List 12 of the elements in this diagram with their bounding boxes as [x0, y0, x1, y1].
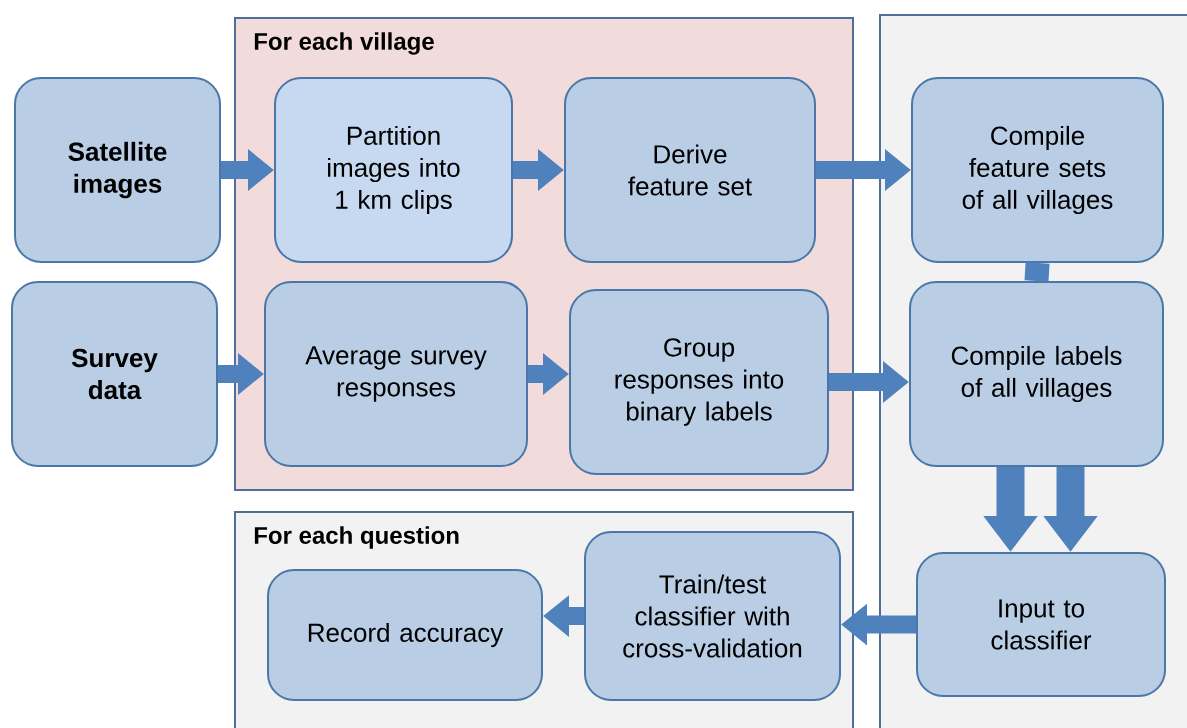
process-box: Group responses into binary labels	[569, 289, 829, 475]
process-box: Derive feature set	[564, 77, 816, 263]
process-box: Input to classifier	[916, 552, 1166, 697]
process-box: Partition images into 1 km clips	[274, 77, 513, 263]
process-box: Train/test classifier with cross-validation	[584, 531, 841, 701]
process-box: Compile feature sets of all villages	[911, 77, 1164, 263]
process-box: Record accuracy	[267, 569, 543, 701]
input-box: Satellite images	[14, 77, 221, 263]
input-box: Survey data	[11, 281, 218, 467]
process-box: Average survey responses	[264, 281, 528, 467]
connector-bar	[1024, 262, 1050, 282]
process-box: Compile labels of all villages	[909, 281, 1164, 467]
